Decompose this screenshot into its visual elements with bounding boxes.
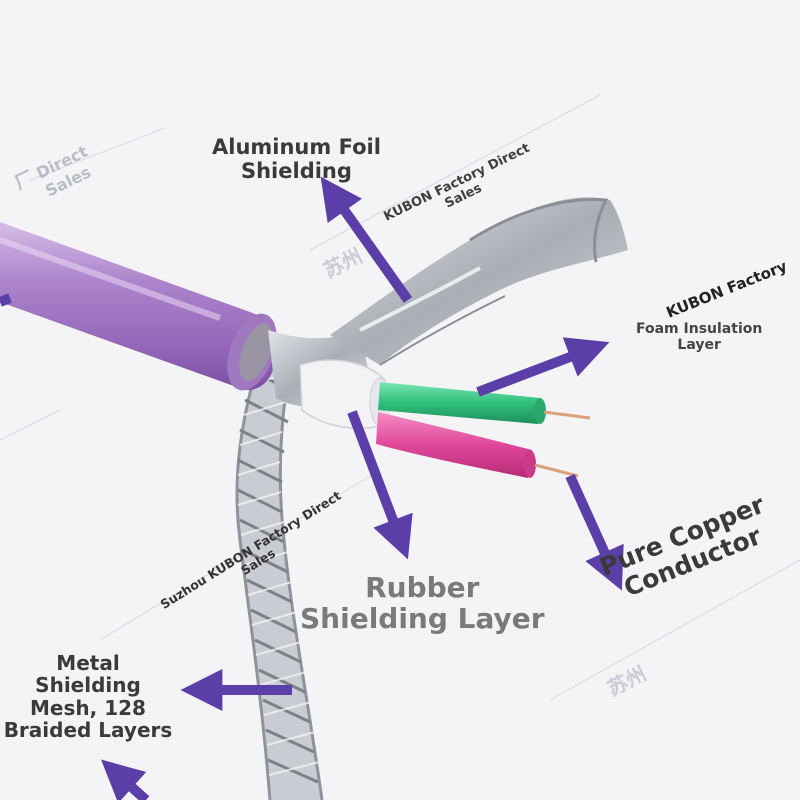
label-rubber-shielding: Rubber Shielding Layer (300, 571, 545, 636)
arrow-bottom (101, 759, 150, 800)
green-wire (378, 382, 591, 424)
rubber-layer (299, 359, 391, 429)
arrow-foam-insulation (476, 337, 610, 397)
arrow-rubber-shielding (347, 410, 413, 560)
pink-wire (376, 412, 579, 478)
arrow-left-edge (0, 293, 12, 307)
annotation-arrows (0, 176, 624, 800)
label-metal-mesh: Metal Shielding Mesh, 128 Braided Layers (3, 651, 173, 743)
cable-jacket (0, 222, 277, 391)
label-aluminum-foil: Aluminum Foil Shielding (212, 135, 381, 183)
arrow-aluminum-foil (320, 176, 413, 303)
braided-mesh (235, 349, 324, 800)
arrow-pure-copper (565, 473, 624, 591)
label-foam-insulation: Foam Insulation Layer (636, 321, 763, 353)
